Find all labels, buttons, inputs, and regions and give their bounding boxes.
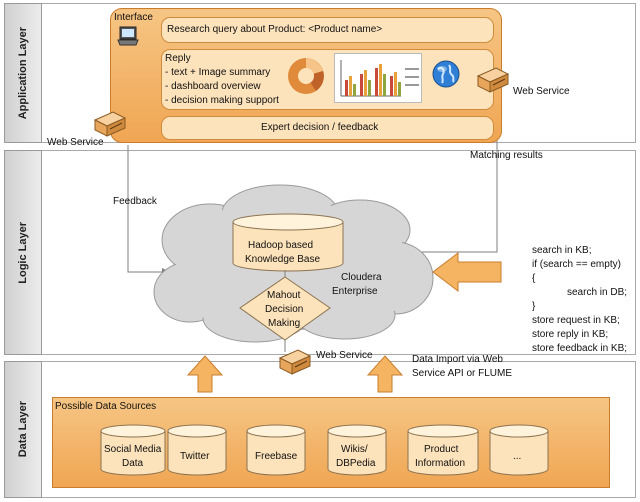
data-source-wikis-line2: DBPedia (336, 458, 376, 469)
reply-title: Reply (165, 53, 191, 64)
data-source-more: ... (513, 451, 522, 462)
knowledge-base-label-2: Knowledge Base (245, 254, 321, 265)
data-sources-title: Possible Data Sources (55, 401, 157, 412)
mahout-label-2: Decision (265, 304, 304, 315)
web-service-left-label: Web Service (47, 137, 104, 148)
mahout-label-1: Mahout (267, 290, 301, 301)
cloudera-label-2: Enterprise (332, 286, 378, 297)
feedback-connector (127, 145, 162, 273)
server-icon (278, 348, 312, 376)
reply-item-3: - decision making support (165, 95, 279, 106)
data-source-twitter: Twitter (180, 451, 210, 462)
server-icon (476, 66, 510, 94)
pseudocode-line-1: search in KB; (532, 245, 592, 256)
feedback-flow-label: Feedback (113, 196, 157, 207)
data-source-cylinder-product (407, 424, 479, 476)
interface-title: Interface (114, 12, 153, 23)
application-layer-label: Application Layer (4, 3, 42, 143)
data-source-cylinder-twitter (167, 424, 227, 476)
matching-connector (404, 110, 498, 253)
pseudocode-line-8: store feedback in KB; (532, 343, 628, 354)
feedback-box (161, 116, 494, 140)
feedback-box-text: Expert decision / feedback (261, 122, 379, 133)
pseudocode-arrow (432, 251, 502, 293)
query-text: Research query about Product: <Product n… (167, 24, 383, 35)
data-source-cylinder-more (489, 424, 549, 476)
data-source-product-line2: Information (415, 458, 466, 469)
data-source-cylinder-wikis (327, 424, 387, 476)
bar-chart-icon (334, 53, 422, 103)
data-source-product-line1: Product (424, 444, 459, 455)
matching-flow-label: Matching results (470, 150, 543, 161)
pseudocode-line-7: store reply in KB; (532, 329, 609, 340)
import-flow-label-1: Data Import via Web (412, 354, 503, 365)
server-icon (93, 110, 127, 138)
pseudocode-line-4: search in DB; (567, 287, 628, 298)
data-source-cylinder-freebase (246, 424, 306, 476)
web-service-bottom-label: Web Service (316, 350, 373, 361)
logic-layer-label: Logic Layer (4, 150, 42, 355)
pie-chart-icon (286, 56, 326, 96)
reply-item-1: - text + Image summary (165, 67, 271, 78)
pseudocode-line-6: store request in KB; (532, 315, 620, 326)
pseudocode-line-3: { (532, 273, 536, 284)
pseudocode-line-2: if (search == empty) (532, 259, 621, 270)
knowledge-base-cylinder (232, 213, 344, 272)
data-source-cylinder-social-media (100, 424, 166, 476)
computer-icon (117, 25, 139, 47)
import-arrow-right (366, 355, 404, 393)
data-source-social-media-line1: Social Media (104, 444, 162, 455)
cloudera-label-1: Cloudera (341, 272, 382, 283)
knowledge-base-label-1: Hadoop based (248, 240, 314, 251)
import-arrow-left (186, 355, 224, 393)
import-flow-label-2: Service API or FLUME (412, 368, 513, 379)
mahout-label-3: Making (268, 318, 301, 329)
query-box (161, 17, 494, 43)
pseudocode-line-5: } (532, 301, 536, 312)
data-source-wikis-line1: Wikis/ (341, 444, 368, 455)
data-source-social-media-line2: Data (122, 458, 144, 469)
web-service-right-label: Web Service (513, 86, 570, 97)
reply-item-2: - dashboard overview (165, 81, 261, 92)
data-layer-label: Data Layer (4, 361, 42, 498)
globe-icon (432, 60, 460, 88)
data-source-freebase: Freebase (255, 451, 298, 462)
